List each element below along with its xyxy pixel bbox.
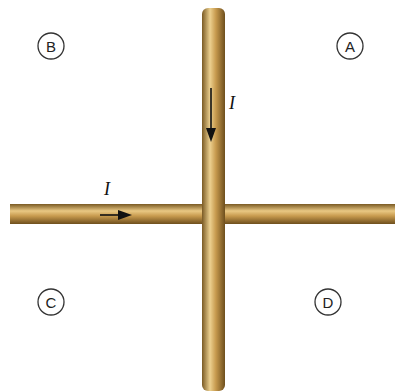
current-arrow-horizontal <box>100 210 132 220</box>
region-letter: D <box>323 295 334 310</box>
region-letter: C <box>46 295 57 310</box>
quadrant-circle: C <box>37 288 65 316</box>
region-letter: B <box>46 39 56 54</box>
region-letter: A <box>345 39 355 54</box>
quadrant-circle: D <box>314 288 342 316</box>
quadrant-circle: A <box>336 32 364 60</box>
quadrant-circle: B <box>37 32 65 60</box>
vertical-wire <box>202 8 225 391</box>
current-label: I <box>229 94 235 112</box>
current-arrow-vertical <box>206 88 216 142</box>
current-label: I <box>104 180 110 198</box>
